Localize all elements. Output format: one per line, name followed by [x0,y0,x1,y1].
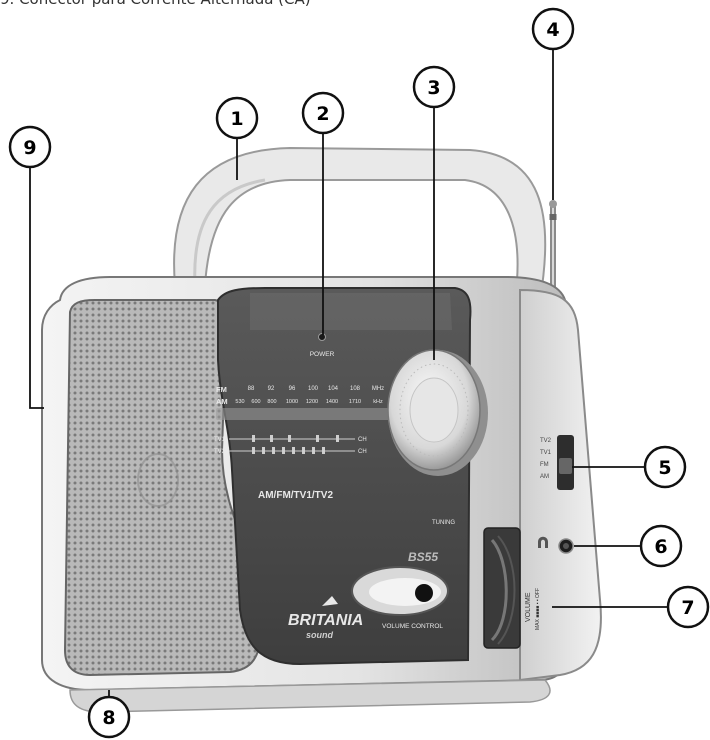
volume-control-label: VOLUME CONTROL [382,623,443,630]
svg-text:2: 2 [316,103,329,125]
callout-7: 7 [668,587,708,627]
am-freq: 1200 [306,399,318,405]
callout-1: 1 [217,98,257,138]
am-label: AM [216,397,228,406]
band-switch-label: FM [540,462,549,468]
band-switch-label: TV1 [540,450,552,456]
volume-wheel[interactable] [484,528,520,648]
side-volume-label: VOLUME [525,592,532,622]
band-switch-label: AM [540,474,549,480]
power-led [319,334,326,341]
band-switch[interactable] [557,435,574,490]
fm-freq: 100 [308,386,319,392]
callout-6: 6 [641,526,681,566]
volume-control[interactable] [352,567,448,615]
model-label: BS55 [408,550,438,564]
fm-freq: 88 [248,386,255,392]
band-switch-label: TV2 [540,438,552,444]
callout-3: 3 [414,67,454,107]
tuning-label: TUNING [432,520,455,526]
ch-label: CH [358,437,367,443]
am-freq: 530 [235,399,244,405]
fm-freq: 96 [289,386,296,392]
svg-text:8: 8 [102,707,115,729]
am-freq: 1400 [326,399,338,405]
callout-8: 8 [89,697,129,737]
tuning-knob[interactable] [388,350,488,476]
svg-text:6: 6 [654,536,667,558]
tv2-label: TV2 [214,449,226,455]
headphone-jack[interactable] [559,539,573,553]
svg-text:7: 7 [681,597,694,619]
am-unit: kHz [373,399,383,405]
svg-text:3: 3 [427,77,440,99]
tv1-label: TV1 [214,437,226,443]
fm-label: FM [216,385,227,394]
am-freq: 800 [267,399,276,405]
ch-label: CH [358,449,367,455]
am-freq: 1710 [349,399,361,405]
brand-label: BRITANIA [288,612,363,629]
side-volume-sub: MAX ■■■■ ▪ ▪ OFF [535,588,541,630]
callout-2: 2 [303,93,343,133]
svg-text:5: 5 [658,457,671,479]
am-freq: 600 [251,399,260,405]
fm-freq: 92 [268,386,275,392]
svg-text:9: 9 [23,137,36,159]
callout-5: 5 [645,447,685,487]
fm-freq: 104 [328,386,339,392]
svg-text:4: 4 [546,19,559,41]
callout-9: 9 [10,127,50,167]
power-label: POWER [310,351,335,358]
fm-freq: 108 [350,386,361,392]
fm-unit: MHz [372,386,384,392]
am-freq: 1000 [286,399,298,405]
brand-sub-label: sound [306,630,333,640]
callout-4: 4 [533,9,573,49]
band-label: AM/FM/TV1/TV2 [258,490,333,501]
svg-text:1: 1 [230,108,243,130]
